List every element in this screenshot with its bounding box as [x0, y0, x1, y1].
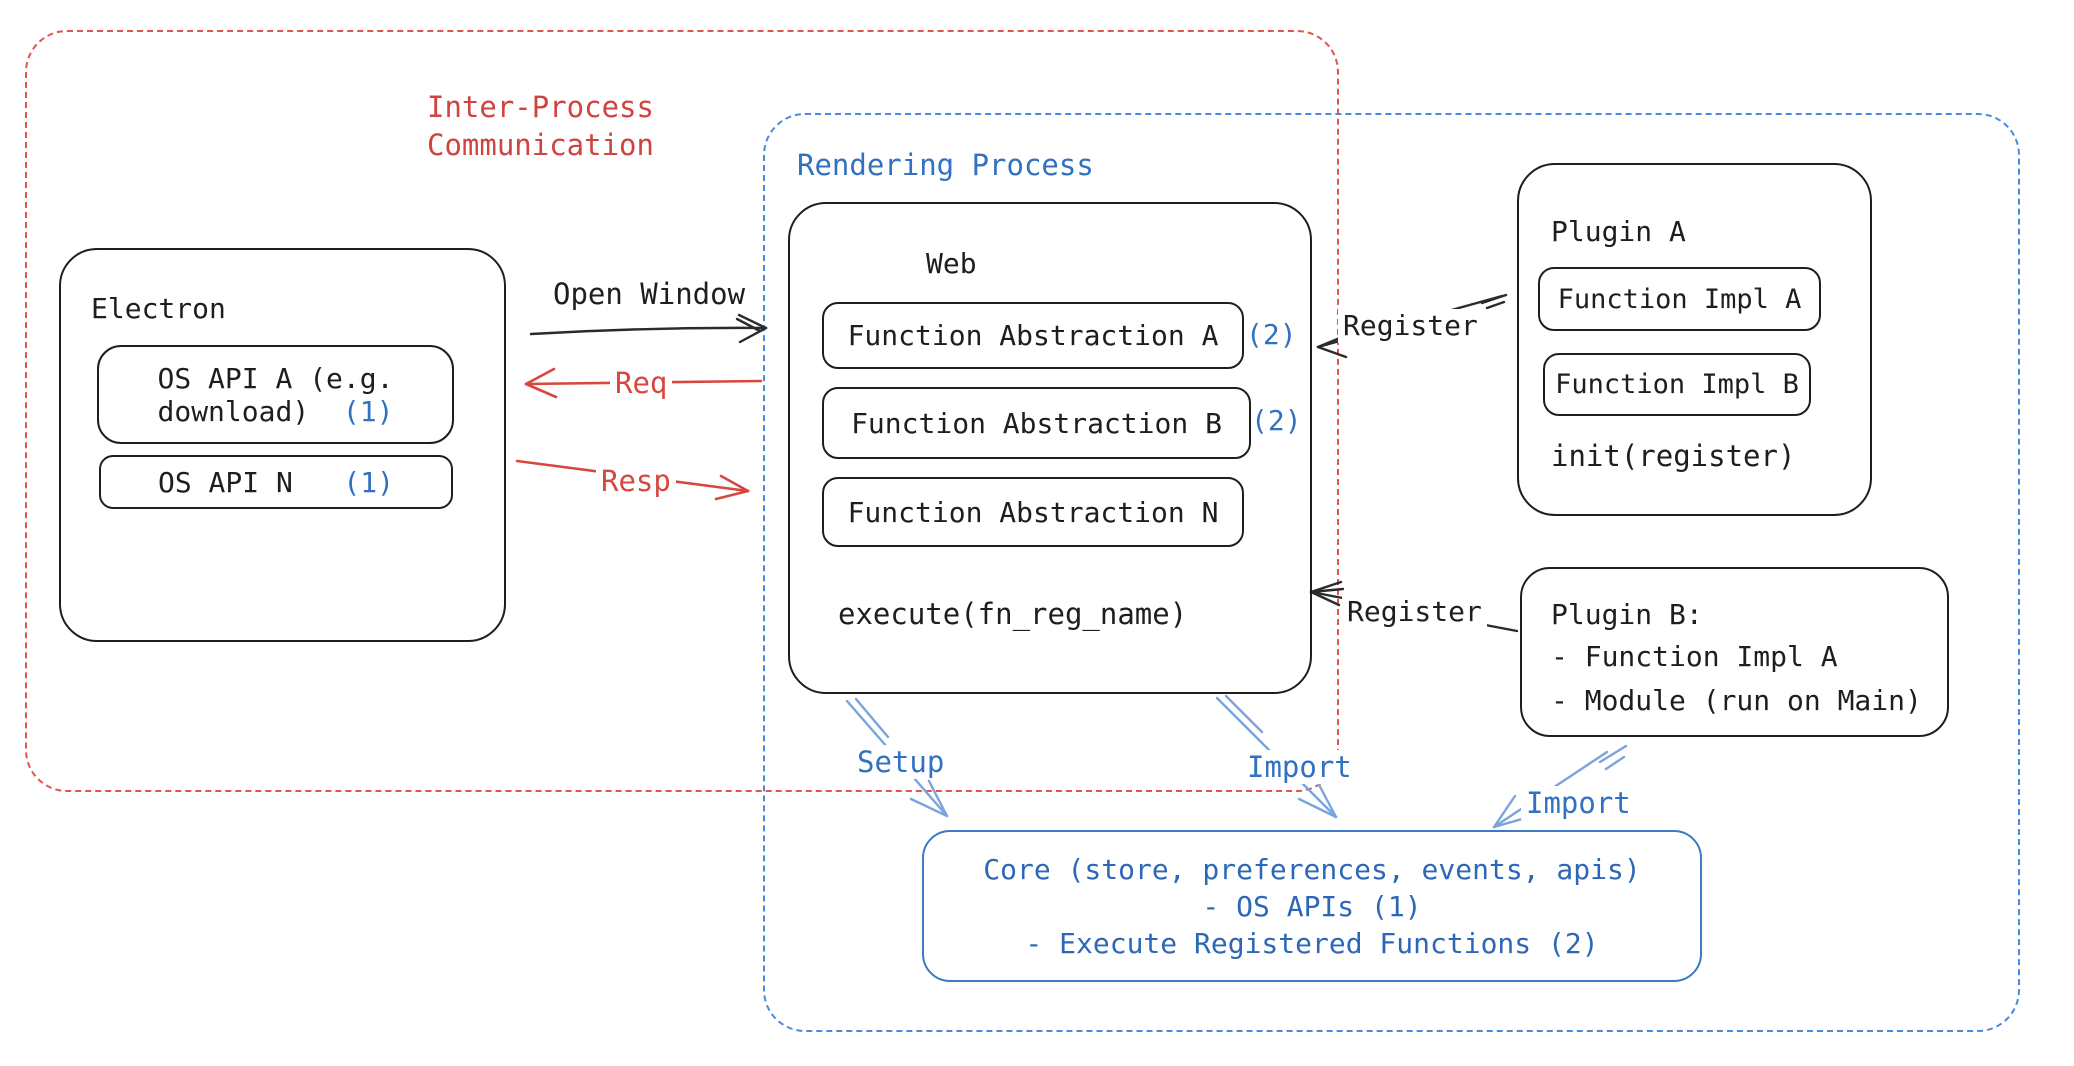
setup-label: Setup [852, 745, 950, 779]
rendering-region-label: Rendering Process [797, 148, 1094, 182]
os-api-n-box: OS API N (1) [99, 455, 453, 509]
function-abstraction-n-box: Function Abstraction N [822, 477, 1244, 547]
plugin-b-item-2: - Module (run on Main) [1551, 684, 1922, 717]
os-api-a-box: OS API A (e.g. download) (1) [97, 345, 454, 444]
os-api-n-badge: (1) [343, 465, 394, 499]
req-label: Req [610, 366, 673, 400]
web-title: Web [926, 247, 977, 280]
import-plugin-label: Import [1521, 786, 1636, 820]
register-top-label: Register [1338, 309, 1483, 343]
plugin-a-title: Plugin A [1551, 215, 1686, 248]
plugin-a-init-label: init(register) [1551, 439, 1796, 473]
os-api-a-badge: (1) [342, 394, 394, 428]
rendering-region-border [763, 113, 2020, 1032]
open-window-arrow [529, 313, 768, 344]
ipc-line2: Communication [427, 128, 654, 162]
core-line-3: - Execute Registered Functions (2) [1025, 926, 1599, 960]
core-line-2: - OS APIs (1) [1202, 889, 1422, 923]
function-impl-b-box: Function Impl B [1543, 353, 1811, 416]
os-api-a-line1: OS API A (e.g. [157, 361, 394, 395]
register-bottom-label: Register [1342, 595, 1487, 629]
ipc-region-border [25, 30, 1339, 792]
plugin-b-item-1: - Function Impl A [1551, 640, 1838, 673]
os-api-n-line: OS API N (1) [157, 465, 394, 499]
resp-label: Resp [596, 464, 676, 498]
function-abstraction-a-badge: (2) [1246, 318, 1297, 351]
import-web-label: Import [1242, 750, 1357, 784]
function-abstraction-b-box: Function Abstraction B [822, 387, 1251, 459]
function-impl-a-box: Function Impl A [1538, 267, 1821, 331]
core-line-1: Core (store, preferences, events, apis) [983, 852, 1641, 886]
function-abstraction-b-badge: (2) [1251, 404, 1302, 437]
electron-title: Electron [91, 292, 226, 325]
plugin-b-title: Plugin B: [1551, 598, 1703, 631]
open-window-label: Open Window [553, 277, 746, 311]
plugin-a-box [1517, 163, 1872, 516]
web-box [788, 202, 1312, 694]
ipc-line1: Inter-Process [427, 90, 654, 124]
function-abstraction-a-box: Function Abstraction A [822, 302, 1244, 369]
core-box: Core (store, preferences, events, apis) … [922, 830, 1702, 982]
electron-box [59, 248, 506, 642]
plugin-b-box [1520, 567, 1949, 737]
execute-call-label: execute(fn_reg_name) [838, 597, 1188, 631]
setup-arrow [845, 697, 949, 818]
os-api-a-line2: download) (1) [157, 394, 394, 428]
